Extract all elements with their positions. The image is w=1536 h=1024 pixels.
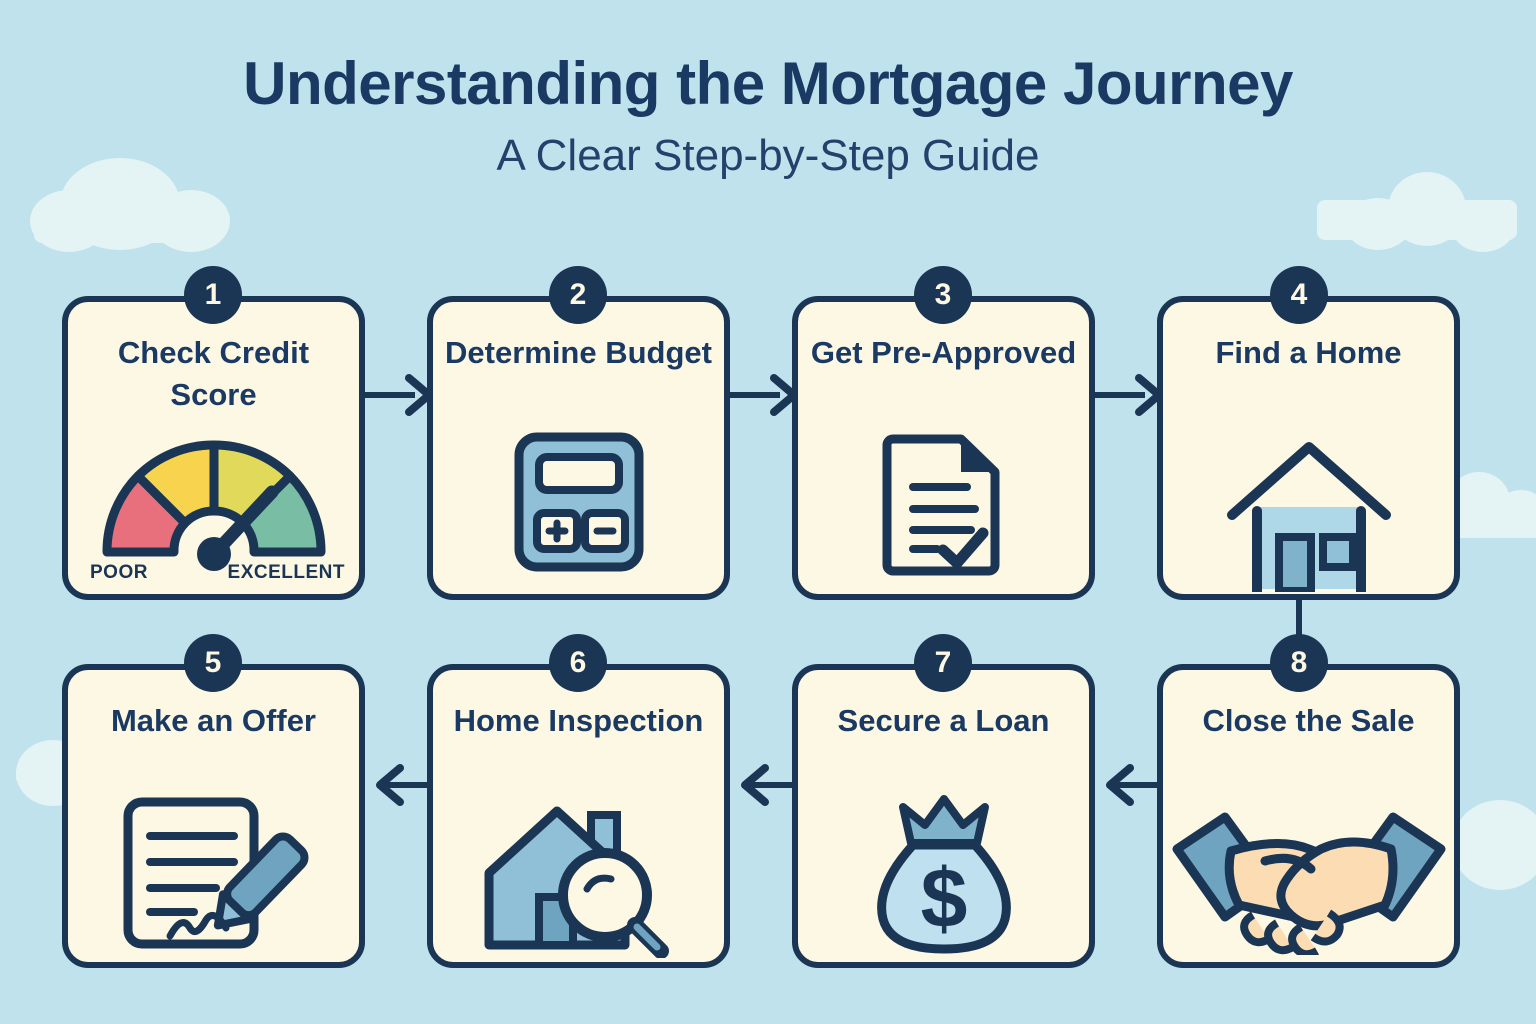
step-badge-4: 4 bbox=[1270, 266, 1328, 324]
step-badge-5: 5 bbox=[184, 634, 242, 692]
step-badge-7-number: 7 bbox=[934, 646, 952, 679]
step-badge-1-number: 1 bbox=[204, 278, 222, 311]
step-card-7[interactable]: Secure a Loan $ bbox=[792, 664, 1095, 968]
step-card-4[interactable]: Find a Home bbox=[1157, 296, 1460, 600]
arrow-8-to-7-line bbox=[1110, 782, 1158, 788]
money-bag-icon: $ bbox=[798, 791, 1089, 956]
arrow-8-to-7-head bbox=[1106, 764, 1134, 806]
step-badge-6: 6 bbox=[549, 634, 607, 692]
step-badge-5-number: 5 bbox=[204, 646, 222, 679]
house-icon bbox=[1163, 434, 1454, 594]
step-badge-8-number: 8 bbox=[1290, 646, 1308, 679]
step-card-6[interactable]: Home Inspection bbox=[427, 664, 730, 968]
step-card-2[interactable]: Determine Budget bbox=[427, 296, 730, 600]
calculator-icon bbox=[433, 422, 724, 582]
arrow-6-to-5-line bbox=[380, 782, 428, 788]
step-card-5-label: Make an Offer bbox=[110, 703, 316, 738]
gauge-excellent-label: EXCELLENT bbox=[227, 562, 345, 583]
arrow-7-to-6-head bbox=[741, 764, 769, 806]
arrow-6-to-5-head bbox=[376, 764, 404, 806]
step-card-5[interactable]: Make an Offer bbox=[62, 664, 365, 968]
handshake-icon bbox=[1163, 786, 1454, 956]
step-card-8-label: Close the Sale bbox=[1202, 703, 1415, 738]
step-badge-7: 7 bbox=[914, 634, 972, 692]
step-badge-2-number: 2 bbox=[569, 278, 587, 311]
house-magnifier-icon bbox=[433, 793, 724, 958]
step-card-7-label: Secure a Loan bbox=[837, 703, 1050, 738]
step-badge-2: 2 bbox=[549, 266, 607, 324]
connector-4-to-8-line bbox=[1296, 595, 1302, 661]
step-card-3-label: Get Pre-Approved bbox=[810, 335, 1077, 370]
money-bag-currency-symbol: $ bbox=[920, 851, 967, 945]
arrow-1-to-2-line bbox=[365, 392, 415, 398]
arrow-2-to-3-line bbox=[730, 392, 780, 398]
credit-score-gauge-icon bbox=[68, 422, 359, 582]
step-badge-1: 1 bbox=[184, 266, 242, 324]
page-subtitle: A Clear Step-by-Step Guide bbox=[496, 130, 1040, 180]
contract-signature-icon bbox=[68, 788, 359, 958]
arrow-7-to-6-line bbox=[745, 782, 793, 788]
step-badge-3-number: 3 bbox=[934, 278, 952, 311]
page-title: Understanding the Mortgage Journey bbox=[243, 50, 1293, 117]
step-badge-6-number: 6 bbox=[569, 646, 587, 679]
header: Understanding the Mortgage Journey A Cle… bbox=[0, 50, 1536, 181]
step-card-3[interactable]: Get Pre-Approved bbox=[792, 296, 1095, 600]
step-card-2-label: Determine Budget bbox=[445, 335, 712, 370]
step-badge-4-number: 4 bbox=[1290, 278, 1308, 311]
step-card-4-label: Find a Home bbox=[1215, 335, 1402, 370]
gauge-poor-label: POOR bbox=[90, 562, 148, 583]
step-badge-3: 3 bbox=[914, 266, 972, 324]
step-card-8[interactable]: Close the Sale bbox=[1157, 664, 1460, 968]
step-badge-8: 8 bbox=[1270, 634, 1328, 692]
arrow-3-to-4-line bbox=[1095, 392, 1145, 398]
step-card-6-label: Home Inspection bbox=[453, 703, 704, 738]
document-check-icon bbox=[798, 422, 1089, 582]
step-card-1[interactable]: Check Credit Score POOR EXCELLENT bbox=[62, 296, 365, 600]
step-card-1-label: Check Credit Score bbox=[117, 335, 310, 412]
